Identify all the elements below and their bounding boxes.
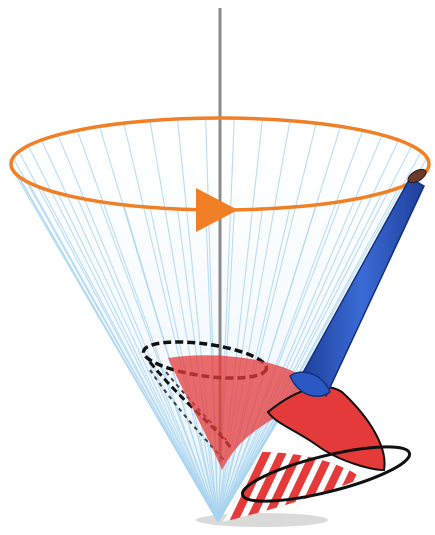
- diagram-canvas: [0, 0, 435, 535]
- spinning-top-precession-diagram: [0, 0, 435, 535]
